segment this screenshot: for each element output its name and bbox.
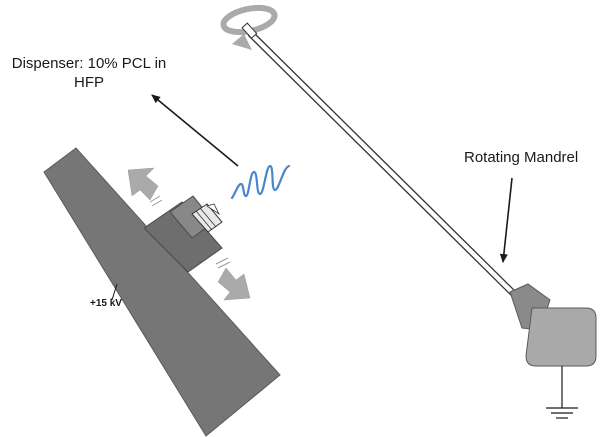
dispenser-label-line2: HFP xyxy=(74,74,104,91)
mandrel-pointer-arrow xyxy=(499,177,513,263)
dispenser-pointer-arrow xyxy=(151,94,239,167)
mandrel-rod xyxy=(247,30,524,304)
mandrel-collector xyxy=(509,283,597,367)
rotation-arrow-icon xyxy=(220,4,278,50)
dispenser-label-line1: Dispenser: 10% PCL in xyxy=(11,55,167,72)
voltage-lead-line xyxy=(111,283,118,301)
motion-arrow-down xyxy=(215,257,251,301)
ground-icon xyxy=(546,366,578,419)
voltage-label: +15 kV xyxy=(90,298,122,309)
motion-arrow-up xyxy=(127,167,163,207)
electrode-plate xyxy=(43,147,281,437)
polymer-fiber-jet xyxy=(230,164,291,200)
dispenser-nozzle xyxy=(143,195,223,273)
mandrel-label: Rotating Mandrel xyxy=(464,149,579,166)
dispenser-label: Dispenser: 10% PCL in HFP xyxy=(0,54,178,92)
